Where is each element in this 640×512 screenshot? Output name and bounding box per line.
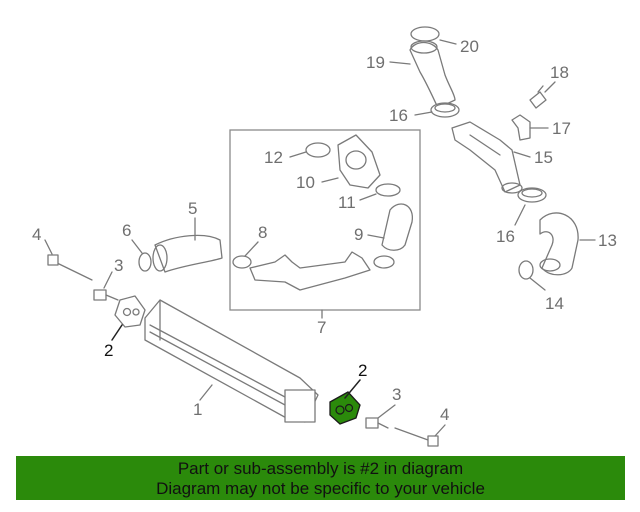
part-16-clamp-upper <box>430 102 460 118</box>
part-12-gasket <box>305 142 331 158</box>
leader-8 <box>244 241 259 257</box>
leader-9 <box>367 234 385 239</box>
leader-2b <box>344 379 361 399</box>
label-10: 10 <box>296 173 315 192</box>
label-4b: 4 <box>440 405 449 424</box>
label-15: 15 <box>534 148 553 167</box>
leader-12 <box>289 151 307 158</box>
leader-19 <box>389 61 411 65</box>
label-20: 20 <box>460 37 479 56</box>
part-4-bolt-left <box>47 254 93 281</box>
leader-3b <box>377 404 396 419</box>
leader-16b <box>514 204 526 226</box>
label-6: 6 <box>122 221 131 240</box>
label-8: 8 <box>258 223 267 242</box>
part-17-elbow <box>511 114 531 141</box>
part-8-clamp <box>232 255 252 269</box>
part-6-oring <box>138 252 152 272</box>
part-15-intake-tube <box>451 121 523 194</box>
part-2-bracket-left <box>114 295 146 328</box>
leader-14 <box>529 277 546 291</box>
leader-20 <box>439 39 457 45</box>
leader-1 <box>199 384 213 401</box>
notice-banner: Part or sub-assembly is #2 in diagram Di… <box>16 456 625 500</box>
leader-10 <box>321 177 339 183</box>
part-2-bracket-highlighted <box>329 391 361 425</box>
part-20-oring <box>410 26 440 42</box>
label-2a: 2 <box>104 341 113 360</box>
label-9: 9 <box>354 225 363 244</box>
leader-4a <box>44 239 53 255</box>
label-12: 12 <box>264 148 283 167</box>
label-19: 19 <box>366 53 385 72</box>
part-3-bolt-right <box>365 417 389 429</box>
label-14: 14 <box>545 294 564 313</box>
notice-line-1: Part or sub-assembly is #2 in diagram <box>177 459 464 478</box>
part-9-hose <box>381 203 413 251</box>
subassembly-pipe <box>249 251 395 291</box>
leader-15 <box>513 151 531 158</box>
notice-line-2: Diagram may not be specific to your vehi… <box>156 479 485 498</box>
part-3-bolt-left <box>93 289 119 301</box>
part-16-clamp-lower <box>517 187 547 203</box>
label-3a: 3 <box>114 256 123 275</box>
part-13-hose <box>539 212 579 276</box>
part-5-duct <box>152 234 223 273</box>
subassembly-box <box>229 129 421 311</box>
part-18-sensor <box>529 85 547 109</box>
label-18: 18 <box>550 63 569 82</box>
label-3b: 3 <box>392 385 401 404</box>
label-17: 17 <box>552 119 571 138</box>
parts-diagram: 20 19 16 18 17 15 16 13 14 12 10 11 9 8 … <box>32 26 617 447</box>
label-16a: 16 <box>389 106 408 125</box>
leader-3a <box>103 271 113 289</box>
label-5: 5 <box>188 199 197 218</box>
part-1-intercooler <box>144 299 319 423</box>
leader-6 <box>131 239 143 254</box>
label-7: 7 <box>317 318 326 337</box>
label-1: 1 <box>193 400 202 419</box>
part-11-clamp <box>375 183 401 197</box>
part-19-duct <box>409 40 456 109</box>
label-16b: 16 <box>496 227 515 246</box>
part-4-bolt-right <box>394 427 439 447</box>
label-4a: 4 <box>32 225 41 244</box>
leader-18 <box>544 81 556 93</box>
label-2b: 2 <box>358 361 367 380</box>
label-11: 11 <box>338 193 356 212</box>
part-14-oring <box>518 260 534 280</box>
leader-11 <box>359 193 377 201</box>
leader-16a <box>414 111 433 116</box>
label-13: 13 <box>598 231 617 250</box>
leader-4b <box>434 424 446 437</box>
part-10-throttle-body <box>337 134 381 189</box>
leader-2a <box>111 324 123 341</box>
